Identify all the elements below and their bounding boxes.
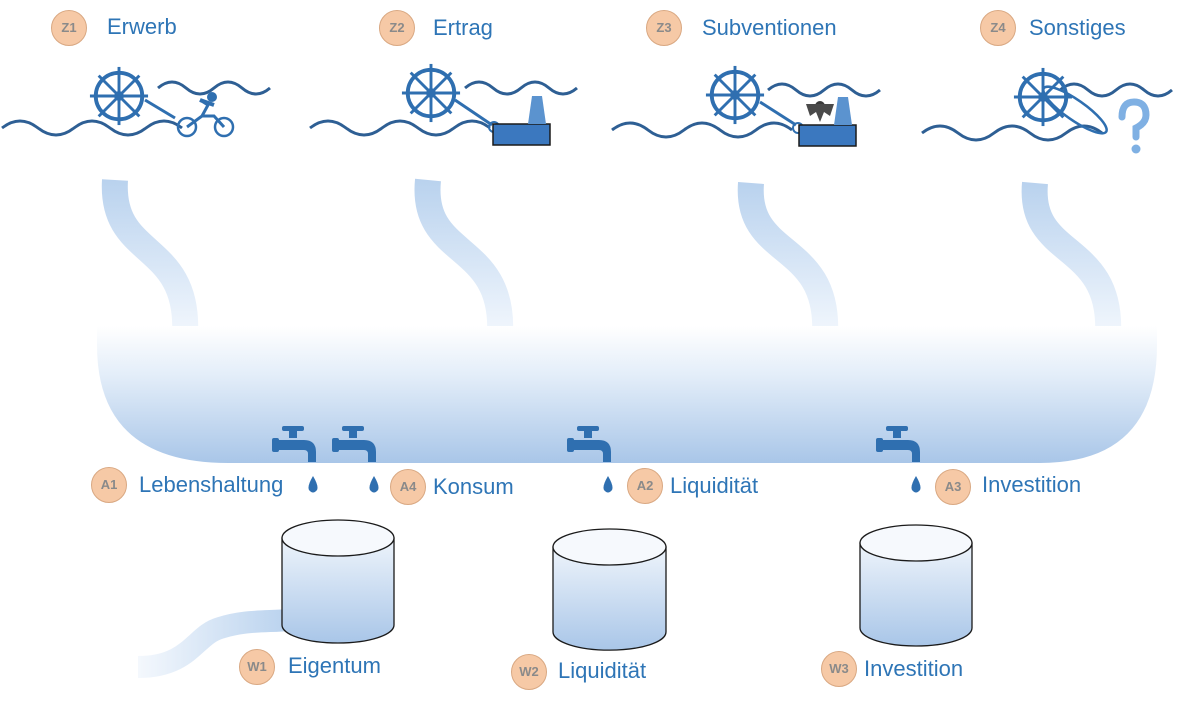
outflow-label-a4: Konsum — [433, 474, 514, 499]
source-label-z4: Sonstiges — [1029, 15, 1126, 40]
main-tank — [97, 326, 1157, 463]
factory-icon — [492, 96, 551, 146]
outflow-label-a3: Investition — [982, 472, 1082, 497]
store-label-w2: Liquidität — [558, 658, 647, 683]
source-scene-z1 — [1, 65, 271, 137]
store-cylinder-w2 — [552, 528, 667, 651]
store-cylinder-w1 — [281, 519, 395, 644]
outflow-label-a1: Lebenshaltung — [139, 472, 284, 497]
source-scene-z4 — [921, 66, 1173, 142]
outflow-label-a2: Liquidität — [670, 473, 759, 498]
cyclist-icon — [176, 92, 235, 138]
store-badge-w3: W3 — [821, 651, 857, 687]
outflow-badge-a3: A3 — [935, 469, 971, 505]
store-cylinder-w3 — [859, 524, 973, 647]
question-mark-icon — [1118, 98, 1150, 154]
source-label-z1: Erwerb — [107, 14, 177, 39]
source-scene-z2 — [309, 62, 578, 137]
federal-eagle-icon — [798, 97, 857, 147]
store-label-w3: Investition — [864, 656, 964, 681]
store-badge-w1: W1 — [239, 649, 275, 685]
source-label-z2: Ertrag — [433, 15, 493, 40]
inflow-pipe-w1 — [137, 609, 291, 678]
source-badge-z2: Z2 — [379, 10, 415, 46]
store-label-w1: Eigentum — [288, 653, 381, 678]
source-scene-z3 — [611, 64, 881, 139]
outflow-badge-a2: A2 — [627, 468, 663, 504]
source-badge-z3: Z3 — [646, 10, 682, 46]
inflow-pipes — [101, 178, 1122, 336]
source-label-z3: Subventionen — [702, 15, 837, 40]
source-badge-z1: Z1 — [51, 10, 87, 46]
outflow-badge-a4: A4 — [390, 469, 426, 505]
outflow-badge-a1: A1 — [91, 467, 127, 503]
source-badge-z4: Z4 — [980, 10, 1016, 46]
store-badge-w2: W2 — [511, 654, 547, 690]
